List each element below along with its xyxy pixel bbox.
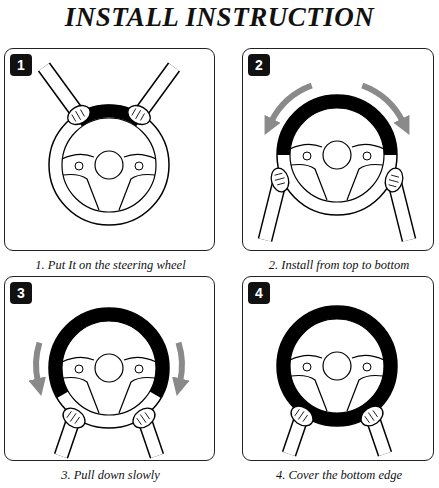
step-panel: 11. Put It on the steering wheel: [4, 48, 215, 251]
step-4-art: [277, 306, 397, 454]
hand: [287, 402, 316, 430]
hand: [383, 166, 406, 194]
step-3-art: [36, 308, 182, 456]
hand: [269, 166, 292, 194]
step-caption: 1. Put It on the steering wheel: [35, 258, 185, 273]
hand: [124, 102, 153, 129]
hand: [59, 404, 88, 432]
hand: [357, 402, 386, 430]
step-caption: 2. Install from top to bottom: [269, 258, 410, 273]
step-number: 4: [248, 282, 270, 304]
direction-arrow: [362, 86, 403, 123]
wheel-cover: [284, 102, 391, 155]
page-title: INSTALL INSTRUCTION: [0, 2, 439, 33]
step-caption: 3. Pull down slowly: [61, 468, 160, 483]
step-number: 3: [10, 282, 32, 304]
step-caption: 4. Cover the bottom edge: [276, 468, 402, 483]
wheel-cover: [284, 313, 391, 420]
step-number: 2: [248, 54, 270, 76]
direction-arrow: [271, 86, 312, 123]
wheel-cover: [56, 314, 163, 394]
step-number: 1: [10, 54, 32, 76]
direction-arrow: [179, 343, 182, 382]
hand: [129, 404, 158, 432]
step-panel: 33. Pull down slowly: [4, 276, 215, 461]
hand: [64, 102, 93, 129]
step-1-art: [44, 67, 174, 225]
steering-wheel: [277, 95, 397, 215]
steering-wheel: [49, 105, 169, 225]
direction-arrow: [36, 343, 39, 382]
step-panel: 44. Cover the bottom edge: [242, 276, 434, 461]
step-2-art: [265, 86, 409, 241]
step-panel: 22. Install from top to bottom: [242, 48, 434, 251]
